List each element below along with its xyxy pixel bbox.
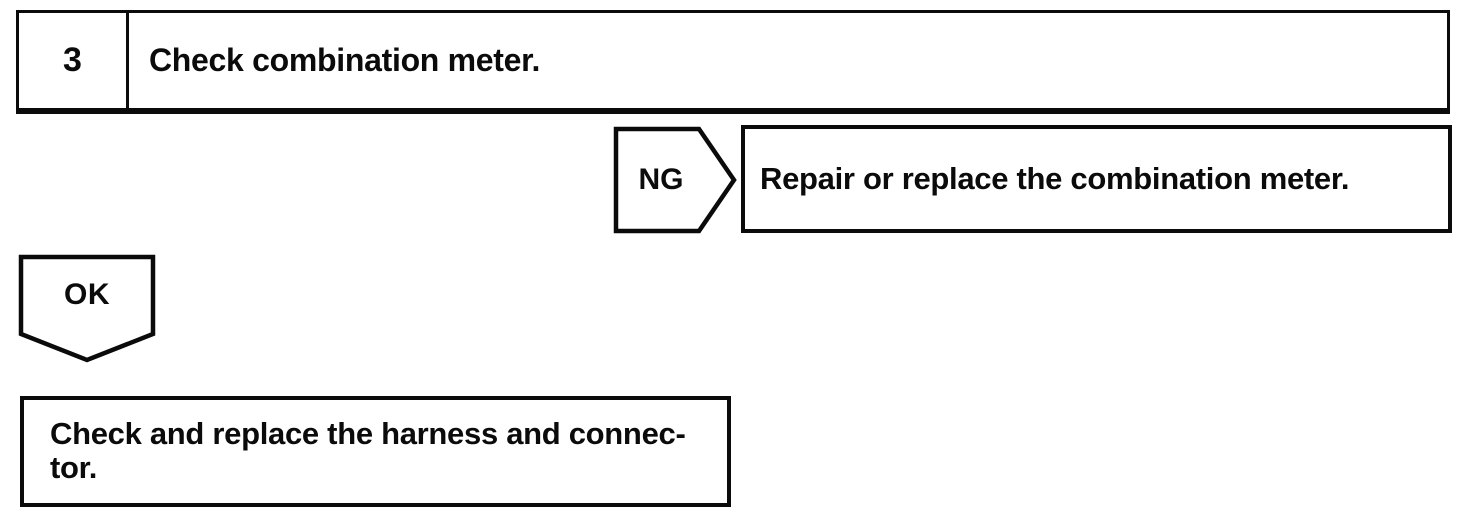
ng-action-text: Repair or replace the combination meter. bbox=[760, 161, 1350, 196]
ng-pentagon-arrow-icon bbox=[613, 126, 737, 234]
ng-branch-label: NG bbox=[638, 163, 684, 196]
step-instruction: Check combination meter. bbox=[149, 42, 541, 78]
ok-action-text-line-1: Check and replace the harness and connec… bbox=[50, 416, 686, 451]
ng-action-box: Repair or replace the combination meter. bbox=[741, 125, 1452, 233]
step-number: 3 bbox=[63, 41, 82, 79]
step-header-box: 3 Check combination meter. bbox=[16, 10, 1450, 114]
ok-action-box: Check and replace the harness and connec… bbox=[20, 396, 731, 507]
ok-action-text-line-2: tor. bbox=[50, 450, 98, 485]
ok-branch-label: OK bbox=[64, 278, 110, 311]
ok-pentagon-arrow-icon bbox=[18, 254, 156, 363]
step-number-cell: 3 bbox=[19, 13, 129, 108]
